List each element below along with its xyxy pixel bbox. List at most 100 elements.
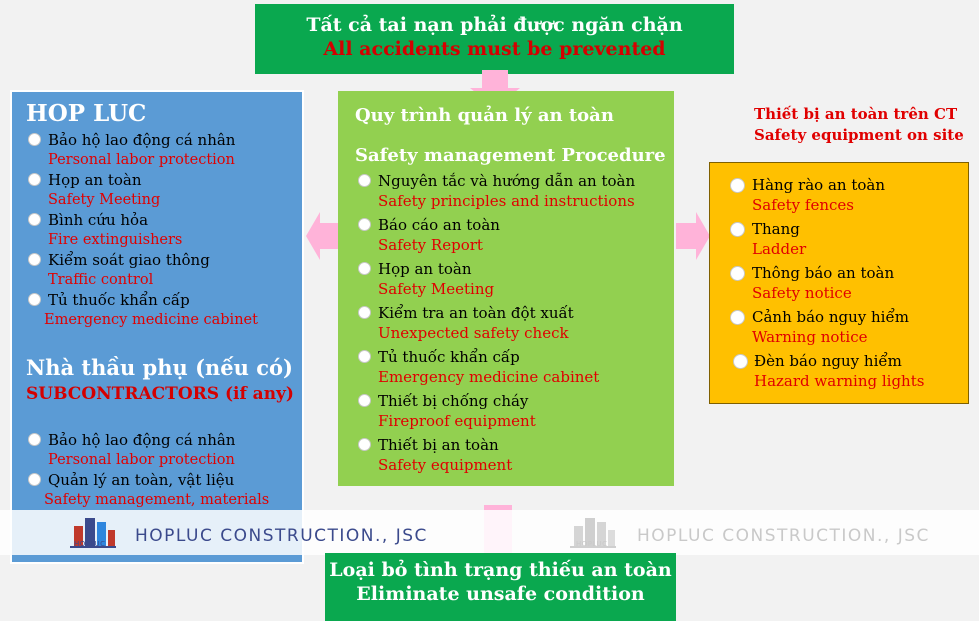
bottom-banner: Loại bỏ tình trạng thiếu an toàn Elimina… <box>325 553 676 621</box>
item-vi: Thiết bị chống cháy <box>378 392 529 410</box>
item-en: Safety equipment <box>378 456 513 474</box>
item-en: Fire extinguishers <box>48 232 183 248</box>
subcontractor-header-vi: Nhà thầu phụ (nếu có) <box>26 355 293 380</box>
item-en: Safety management, materials <box>44 492 270 508</box>
top-banner-en: All accidents must be prevented <box>323 38 666 60</box>
item-en: Personal labor protection <box>48 152 235 168</box>
item-en: Safety notice <box>752 284 852 302</box>
arrow-left <box>306 212 340 260</box>
bullet-icon <box>730 266 745 281</box>
item-vi: Báo cáo an toàn <box>378 216 500 234</box>
bullet-icon <box>730 222 745 237</box>
item-vi: Kiểm tra an toàn đột xuất <box>378 304 574 322</box>
item-vi: Thiết bị an toàn <box>378 436 499 454</box>
procedure-panel: Quy trình quản lý an toàn Safety managem… <box>338 91 674 486</box>
item-en: Warning notice <box>752 328 868 346</box>
arrow-down-top <box>470 70 520 108</box>
equipment-title-en: Safety equipment on site <box>754 126 964 144</box>
hopluc-header: HOP LUC <box>26 100 147 127</box>
item-en: Safety Meeting <box>48 192 161 208</box>
bottom-banner-vi: Loại bỏ tình trạng thiếu an toàn <box>329 559 672 581</box>
item-en: Safety fences <box>752 196 854 214</box>
item-en: Hazard warning lights <box>754 372 925 390</box>
item-en: Traffic control <box>48 272 154 288</box>
watermark-text-2: HOPLUC CONSTRUCTION., JSC <box>637 526 930 546</box>
bullet-icon <box>358 350 371 363</box>
item-en: Safety principles and instructions <box>378 192 635 210</box>
bullet-icon <box>28 133 41 146</box>
item-vi: Tủ thuốc khẩn cấp <box>378 348 520 366</box>
bullet-icon <box>733 354 748 369</box>
equipment-title-vi: Thiết bị an toàn trên CT <box>754 105 958 123</box>
item-vi: Bình cứu hỏa <box>48 211 149 229</box>
bullet-icon <box>358 262 371 275</box>
bullet-icon <box>28 473 41 486</box>
item-en: Personal labor protection <box>48 452 235 468</box>
bullet-icon <box>730 178 745 193</box>
logo-caption-1: HOPLUC <box>74 540 106 548</box>
watermark-text-1: HOPLUC CONSTRUCTION., JSC <box>135 526 428 546</box>
bullet-icon <box>28 253 41 266</box>
item-en: Emergency medicine cabinet <box>378 368 600 386</box>
item-vi: Họp an toàn <box>378 260 472 278</box>
bullet-icon <box>358 306 371 319</box>
item-vi: Họp an toàn <box>48 171 142 189</box>
equipment-title: Thiết bị an toàn trên CT Safety equipmen… <box>754 104 974 146</box>
watermark-band <box>0 510 979 555</box>
item-vi: Kiểm soát giao thông <box>48 251 210 269</box>
item-vi: Thang <box>752 220 800 238</box>
item-vi: Thông báo an toàn <box>752 264 895 282</box>
item-vi: Nguyên tắc và hướng dẫn an toàn <box>378 172 636 190</box>
bullet-icon <box>28 293 41 306</box>
procedure-title-en: Safety management Procedure <box>355 145 666 166</box>
bullet-icon <box>358 394 371 407</box>
item-vi: Bảo hộ lao động cá nhân <box>48 431 236 449</box>
item-vi: Bảo hộ lao động cá nhân <box>48 131 236 149</box>
logo-caption-2: HOPLUC <box>576 540 608 548</box>
item-en: Emergency medicine cabinet <box>44 312 258 328</box>
hopluc-logo <box>70 518 116 548</box>
bottom-banner-en: Eliminate unsafe condition <box>356 583 645 605</box>
top-banner: Tất cả tai nạn phải được ngăn chặn All a… <box>255 4 734 74</box>
bullet-icon <box>730 310 745 325</box>
subcontractor-header-en: SUBCONTRACTORS (if any) <box>26 384 294 404</box>
item-vi: Đèn báo nguy hiểm <box>754 352 902 370</box>
top-banner-vi: Tất cả tai nạn phải được ngăn chặn <box>306 14 683 36</box>
item-en: Unexpected safety check <box>378 324 569 342</box>
item-vi: Cảnh báo nguy hiểm <box>752 308 909 326</box>
bullet-icon <box>358 174 371 187</box>
hopluc-logo-faded <box>570 518 616 548</box>
bullet-icon <box>28 173 41 186</box>
bullet-icon <box>358 438 371 451</box>
item-vi: Hàng rào an toàn <box>752 176 886 194</box>
arrow-right <box>676 212 710 260</box>
item-vi: Quản lý an toàn, vật liệu <box>48 471 235 489</box>
item-en: Safety Meeting <box>378 280 495 298</box>
bullet-icon <box>28 433 41 446</box>
bullet-icon <box>28 213 41 226</box>
bullet-icon <box>358 218 371 231</box>
